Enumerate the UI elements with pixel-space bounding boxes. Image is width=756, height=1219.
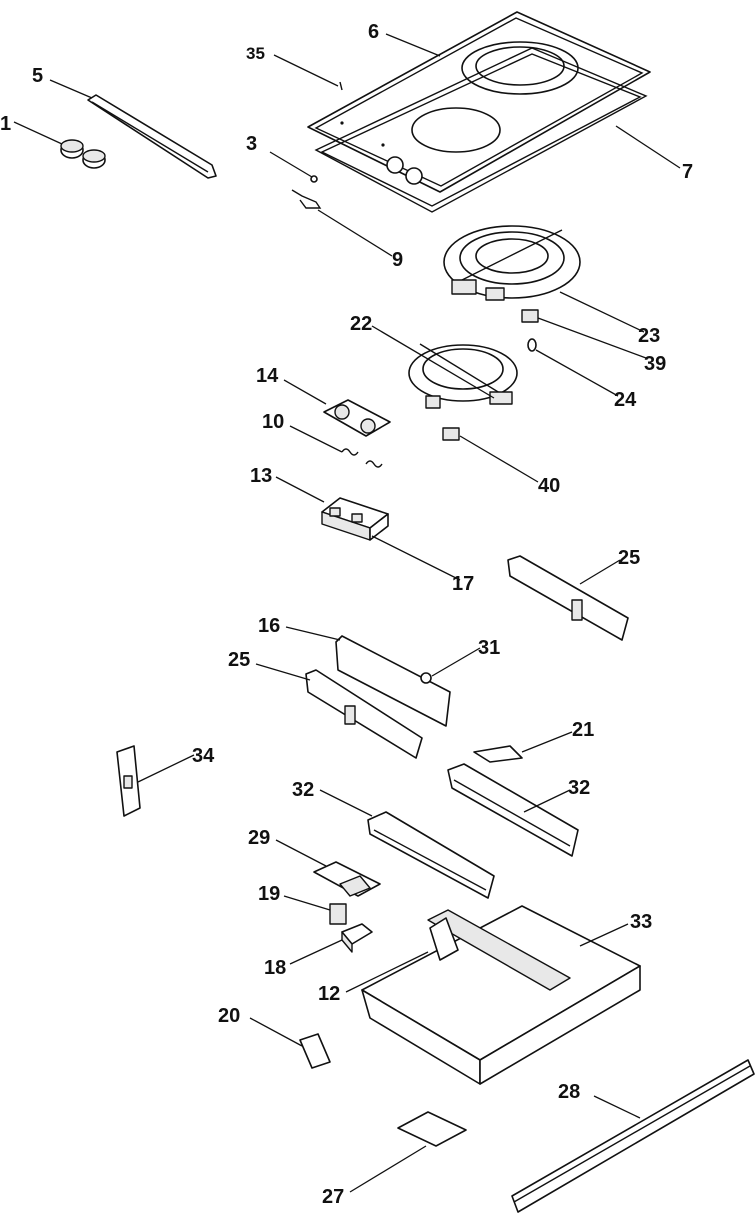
callout-25: 25 (618, 547, 640, 569)
callout-17: 17 (452, 573, 474, 595)
part-screw-35 (339, 81, 343, 91)
callout-35: 35 (246, 44, 265, 63)
callout-27: 27 (322, 1186, 344, 1208)
callout-25-lower: 25 (228, 649, 250, 671)
callout-40: 40 (538, 475, 560, 497)
callout-39: 39 (644, 353, 666, 375)
part-rocker-switch (329, 903, 347, 925)
callout-3: 3 (246, 133, 257, 155)
callout-31: 31 (478, 637, 500, 659)
callout-20: 20 (218, 1005, 240, 1027)
part-channel-right (447, 763, 579, 857)
part-insulation-pad (397, 1111, 467, 1147)
part-tab (473, 745, 523, 763)
part-screw-3 (310, 175, 318, 183)
part-connector (442, 427, 460, 441)
part-switch-plate (323, 399, 391, 437)
part-front-rail (511, 1059, 755, 1213)
callout-6: 6 (368, 21, 379, 43)
callout-24: 24 (614, 389, 637, 411)
callout-19: 19 (258, 883, 280, 905)
callout-5: 5 (32, 65, 43, 87)
part-bracket-lower (305, 669, 423, 759)
callout-33: 33 (630, 911, 652, 933)
callout-12: 12 (318, 983, 340, 1005)
callout-1: 1 (0, 113, 11, 135)
callout-34: 34 (192, 745, 215, 767)
part-shield (335, 635, 451, 727)
part-limiter (521, 309, 539, 323)
part-small-element (408, 343, 518, 409)
callout-labels: 1 3 5 6 7 9 10 12 13 14 16 17 18 19 20 2… (0, 21, 693, 1208)
callout-21: 21 (572, 719, 594, 741)
callout-18: 18 (264, 957, 286, 979)
part-data-plate (116, 745, 141, 817)
callout-32-left: 32 (292, 779, 314, 801)
part-switch-body (321, 497, 389, 541)
callout-13: 13 (250, 465, 272, 487)
part-chassis (361, 905, 641, 1085)
part-trim-strip (87, 94, 217, 179)
leader-lines (13, 33, 681, 1193)
part-springs (341, 448, 383, 468)
callout-28: 28 (558, 1081, 580, 1103)
callout-29: 29 (248, 827, 270, 849)
part-large-element (443, 225, 581, 301)
callout-23: 23 (638, 325, 660, 347)
part-bracket-upper (507, 555, 629, 641)
callout-32: 32 (568, 777, 590, 799)
part-mount-bracket (313, 861, 381, 897)
callout-10: 10 (262, 411, 284, 433)
part-knobs (60, 139, 106, 169)
part-terminal-block (341, 923, 373, 953)
part-small-bracket (299, 1033, 331, 1069)
part-gasket-frame (314, 47, 648, 213)
part-grommet (420, 672, 432, 684)
callout-7: 7 (682, 161, 693, 183)
part-bolt (527, 338, 537, 352)
callout-22: 22 (350, 313, 372, 335)
part-channel-left (367, 811, 495, 899)
callout-16: 16 (258, 615, 280, 637)
callout-14: 14 (256, 365, 279, 387)
part-cooktop-glass (307, 11, 651, 193)
part-clip (291, 189, 322, 209)
callout-9: 9 (392, 249, 403, 271)
